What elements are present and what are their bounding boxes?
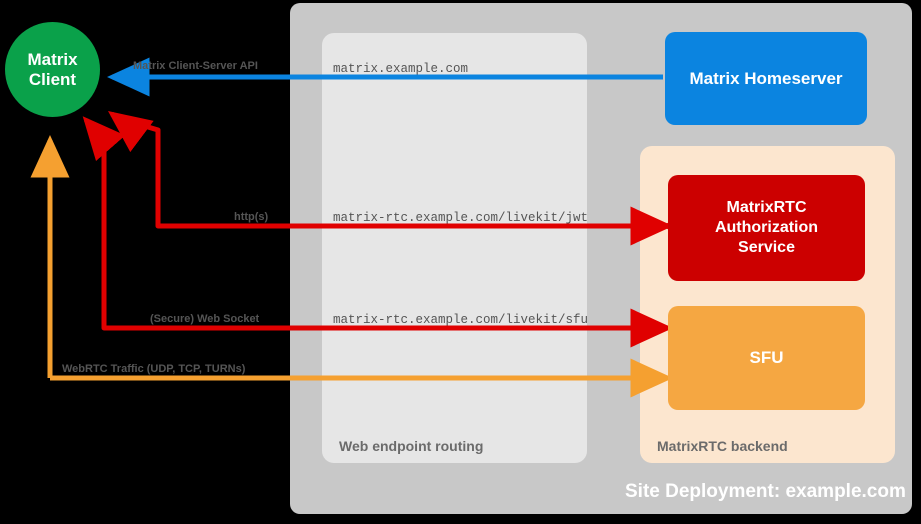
- node-matrix-homeserver[interactable]: Matrix Homeserver: [665, 32, 867, 125]
- endpoint-url-matrix: matrix.example.com: [333, 62, 469, 76]
- flow-label-matrix-client-server-api: Matrix Client-Server API: [133, 60, 258, 72]
- connector-https-jwt-head: [108, 111, 154, 153]
- node-matrixrtc-authorization-service[interactable]: MatrixRTC Authorization Service: [668, 175, 865, 281]
- auth-service-label-line1: MatrixRTC: [726, 199, 807, 216]
- sfu-label: SFU: [749, 348, 784, 367]
- flow-label-https: http(s): [234, 211, 269, 223]
- endpoint-url-livekit-sfu: matrix-rtc.example.com/livekit/sfu: [333, 313, 589, 327]
- web-endpoint-routing-panel: [322, 33, 587, 463]
- site-deployment-label: Site Deployment: example.com: [625, 481, 906, 502]
- web-endpoint-routing-label: Web endpoint routing: [339, 438, 484, 454]
- flow-label-web-socket: (Secure) Web Socket: [150, 313, 260, 325]
- matrixrtc-backend-label: MatrixRTC backend: [657, 438, 788, 454]
- matrix-homeserver-label: Matrix Homeserver: [689, 68, 843, 88]
- flow-label-webrtc-traffic: WebRTC Traffic (UDP, TCP, TURNs): [62, 363, 246, 375]
- node-matrix-client[interactable]: Matrix Client: [5, 22, 100, 117]
- endpoint-url-livekit-jwt: matrix-rtc.example.com/livekit/jwt: [333, 211, 589, 225]
- auth-service-label-line2: Authorization: [714, 219, 819, 236]
- connector-websocket-sfu-head: [82, 116, 126, 162]
- node-sfu[interactable]: SFU: [668, 306, 865, 410]
- matrix-client-label-line2: Client: [28, 69, 77, 89]
- matrix-client-label-line1: Matrix: [27, 49, 78, 69]
- auth-service-label-line3: Service: [738, 239, 795, 256]
